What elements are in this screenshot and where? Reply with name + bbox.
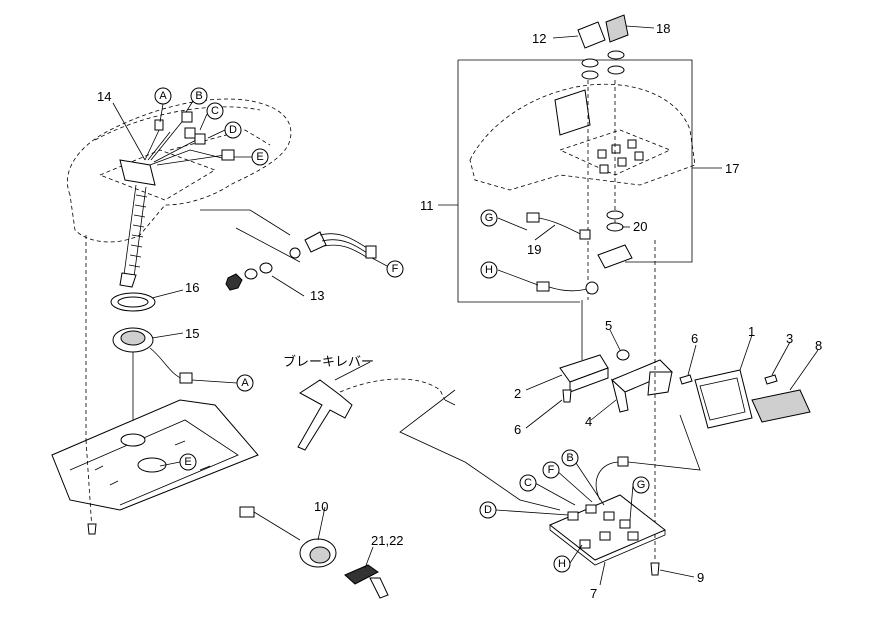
part-number-15: 15 [185,326,199,341]
part-number-11: 11 [420,198,434,213]
switch-20 [597,210,633,269]
part-number-1: 1 [748,324,755,339]
part-number-3: 3 [786,331,793,346]
part-number-4: 4 [585,414,592,429]
part-number-2: 2 [514,386,521,401]
connector-marker-h-inset: H [480,261,498,279]
part-number-6a: 6 [691,331,698,346]
holder-4 [611,359,673,413]
spiral-tube [119,184,148,288]
part-number-9: 9 [697,570,704,585]
brake-lever-label: ブレーキレバー [283,354,374,370]
wire-harness [119,111,235,186]
svg-text:C: C [524,477,532,489]
upper-housing [67,98,292,440]
connector-marker-c-top: C [206,102,224,120]
connector-marker-h-board: H [553,555,571,573]
gasket-16 [110,292,156,312]
svg-text:H: H [485,264,493,276]
svg-text:F: F [548,464,555,476]
part-number-7: 7 [590,586,597,601]
part-number-12: 12 [532,31,546,46]
connector-marker-f-top: F [386,260,404,278]
svg-text:A: A [241,377,249,389]
harness-19 [526,212,599,295]
part-number-21-22: 21,22 [371,533,404,548]
part-number-20: 20 [633,219,647,234]
screw-3 [764,374,778,385]
connector-marker-c-board: C [519,474,537,492]
svg-text:B: B [195,90,202,102]
connector-marker-f-board: F [542,461,560,479]
connector-marker-a-mid: A [236,374,254,392]
connector-marker-d-board: D [479,501,497,519]
part-number-17: 17 [725,161,739,176]
svg-text:E: E [256,151,263,163]
key-21-22 [344,564,389,599]
connector-markers: A B C D E F A E [154,87,650,573]
part-number-5: 5 [605,318,612,333]
nut-5 [616,349,630,361]
connector-marker-g-inset: G [480,209,498,227]
svg-text:F: F [392,263,399,275]
cover-8 [751,389,811,423]
circuit-board-7 [549,414,701,566]
part-number-10: 10 [314,499,328,514]
part-number-19: 19 [527,242,541,257]
control-inset [457,59,696,303]
screw-6a [562,389,572,403]
svg-text:D: D [484,504,492,516]
display-1 [694,369,753,429]
part-number-labels: 14 13 16 15 10 21,22 12 18 11 17 19 20 5… [97,21,822,601]
knob-18 [605,14,629,75]
connector-marker-e-top: E [251,148,269,166]
bracket-2 [559,300,609,393]
connector-marker-b-board: B [561,449,579,467]
part-number-14: 14 [97,89,111,104]
leader-lines [112,25,819,586]
svg-text:G: G [637,479,646,491]
connector-marker-g-board: G [632,476,650,494]
screw-9 [650,240,660,576]
screw-6b [679,374,693,385]
connector-marker-b-top: B [190,87,208,105]
svg-text:H: H [558,558,566,570]
speaker-15 [112,327,193,440]
svg-text:D: D [229,124,237,136]
part-number-16: 16 [185,280,199,295]
connector-marker-e-mid: E [179,453,197,471]
part-number-8: 8 [815,338,822,353]
part-number-18: 18 [656,21,670,36]
connector-marker-d-top: D [224,121,242,139]
svg-text:A: A [159,90,167,102]
svg-text:B: B [566,452,573,464]
part-number-13: 13 [310,288,324,303]
svg-text:E: E [184,456,191,468]
knob-12 [577,21,606,80]
brake-lever [297,378,561,511]
connector-marker-a-top: A [154,87,172,105]
lower-housing [51,399,259,535]
socket-10 [239,506,337,568]
svg-text:C: C [211,105,219,117]
cable-13 [200,209,377,291]
part-number-6b: 6 [514,422,521,437]
svg-text:G: G [485,212,494,224]
